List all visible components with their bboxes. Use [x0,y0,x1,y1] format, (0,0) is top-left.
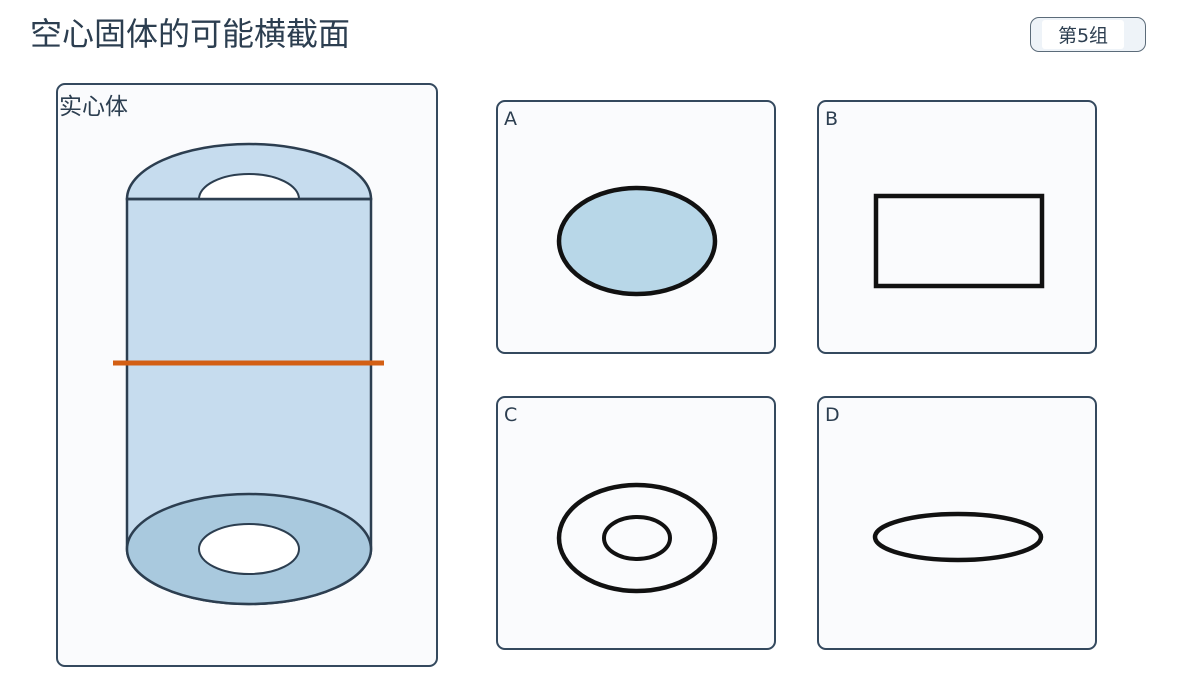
option-c-panel[interactable]: C [496,396,776,650]
inner-ellipse [602,515,672,561]
group-badge-label: 第5组 [1041,20,1125,49]
cylinder-top-cap [125,142,373,201]
option-b-panel[interactable]: B [817,100,1097,354]
page-title: 空心固体的可能横截面 [30,15,351,53]
option-a-shape [556,185,718,297]
option-c-shape [556,482,718,594]
option-d-shape [872,511,1044,563]
option-b-shape [873,193,1045,289]
option-a-panel[interactable]: A [496,100,776,354]
option-b-label: B [825,108,839,130]
bottom-hole [198,523,300,575]
filled-ellipse [556,185,718,297]
solid-panel-label: 实心体 [59,94,128,120]
option-d-panel[interactable]: D [817,396,1097,650]
group-badge: 第5组 [1030,17,1146,52]
top-hole [197,173,301,200]
outer-ellipse [556,482,718,594]
option-a-label: A [504,108,517,130]
hollow-cylinder-figure [113,142,384,606]
solid-panel: 实心体 [56,83,438,667]
option-c-label: C [504,404,518,426]
flat-ellipse-outline [872,511,1044,563]
option-d-label: D [825,404,840,426]
rectangle-outline [873,193,1045,289]
